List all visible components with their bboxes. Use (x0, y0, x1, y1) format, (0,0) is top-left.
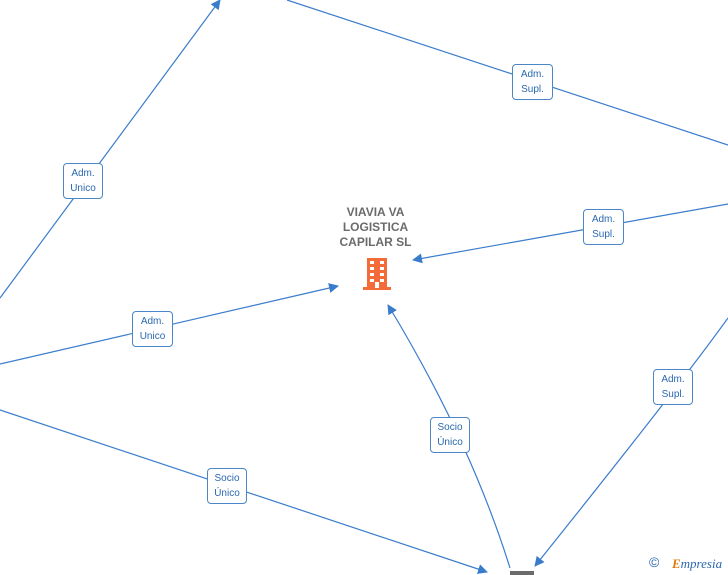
role-label-line: Adm. (591, 214, 616, 225)
company-name[interactable]: VIAVIA VA LOGISTICA CAPILAR SL (318, 205, 433, 250)
edge-line-right-lower (534, 317, 728, 567)
company-name-line: VIAVIA VA (346, 205, 405, 219)
role-label-line: Supl. (521, 84, 544, 95)
role-label-socio-unico[interactable]: Socio Único (207, 468, 247, 504)
company-name-line: LOGISTICA (342, 220, 409, 234)
edge-line-top-right (286, 0, 728, 146)
role-label-adm-unico[interactable]: Adm. Unico (63, 163, 103, 199)
edge-line-top-left (0, 0, 221, 299)
role-label-adm-supl[interactable]: Adm. Supl. (512, 64, 553, 100)
role-label-line: Adm. (661, 374, 685, 385)
role-label-line: Adm. (140, 316, 165, 327)
role-label-socio-unico[interactable]: Socio Único (430, 417, 470, 453)
role-label-line: Único (214, 488, 240, 499)
brand-logo-text: mpresia (680, 556, 723, 571)
role-label-line: Socio (214, 473, 240, 484)
role-label-line: Socio (437, 422, 463, 433)
role-label-line: Adm. (71, 168, 95, 179)
person-node-partial[interactable] (510, 571, 534, 575)
role-label-line: Unico (139, 331, 166, 342)
role-label-line: Supl. (661, 389, 685, 400)
role-label-adm-unico[interactable]: Adm. Unico (132, 311, 173, 347)
brand-logo[interactable]: Empresia (672, 556, 722, 572)
role-label-line: Unico (70, 183, 96, 194)
copyright-symbol: © (649, 554, 660, 570)
company-name-line: CAPILAR SL (339, 235, 412, 249)
brand-logo-initial: E (672, 556, 681, 571)
edge-line-right-upper (412, 203, 728, 264)
role-label-adm-supl[interactable]: Adm. Supl. (653, 369, 693, 405)
role-label-adm-supl[interactable]: Adm. Supl. (583, 209, 624, 245)
role-label-line: Supl. (592, 229, 615, 240)
building-icon[interactable] (360, 256, 394, 292)
role-label-line: Adm. (520, 69, 545, 80)
role-label-line: Único (437, 437, 463, 448)
